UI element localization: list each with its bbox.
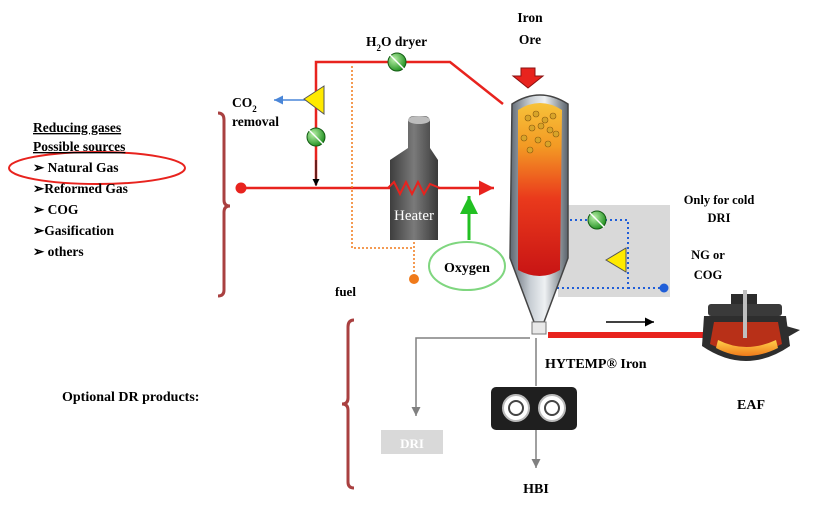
ng-cog-label-line2: COG [694,268,723,282]
gas-source-item: ➢ others [33,244,84,259]
valve-icon [306,127,326,147]
co2-removal-label: removal [232,114,279,129]
ng-cog-inlet-dot [659,283,669,293]
iron-ore-label-line2: Ore [519,32,541,47]
cold-dri-panel [558,205,670,297]
ng-cog-label-line1: NG or [691,248,725,262]
natural-gas-highlight [8,151,186,185]
gas-source-item: ➢ Natural Gas [33,160,119,175]
heater-label: Heater [394,208,434,224]
oxygen-label: Oxygen [444,261,490,276]
eaf-icon [702,290,800,361]
valve-icon [587,210,607,230]
h2o-dryer-label: H2O dryer [366,34,427,53]
fuel-lines [351,66,415,272]
possible-sources-heading: Possible sources [33,139,125,154]
iron-ore-label-line1: Iron [517,10,543,25]
briquetting-press-icon [491,387,577,430]
dri-label: DRI [400,436,424,451]
only-cold-label-line1: Only for cold [684,193,755,207]
gas-inlet-dot [235,182,247,194]
reducing-gas-brace [217,111,231,298]
eaf-label: EAF [737,398,765,413]
optional-dr-products-label: Optional DR products: [62,390,199,405]
gas-source-item: ➢Gasification [33,223,115,238]
oxygen-bubble [428,241,506,291]
gas-source-item: ➢ COG [33,202,79,217]
fuel-label: fuel [335,284,356,299]
gas-source-item: ➢Reformed Gas [33,181,128,196]
valve-icon [387,52,407,72]
dr-products-brace [341,318,355,490]
fuel-dot [409,274,419,284]
arrow-down-icon [511,67,545,89]
compressor-icon [605,247,627,273]
co2-label: CO2 [232,95,257,114]
only-cold-label-line2: DRI [708,211,731,225]
dri-box [381,430,443,454]
dri-line [411,337,530,416]
reducing-gases-heading: Reducing gases [33,120,121,135]
compressor-icon [303,85,325,115]
shaft-furnace-icon [509,94,569,335]
hytemp-label: HYTEMP® Iron [545,357,647,372]
hbi-label: HBI [523,482,549,497]
cold-dri-loop [556,219,664,289]
heater-icon [387,116,441,240]
process-gas-lines [246,60,504,196]
